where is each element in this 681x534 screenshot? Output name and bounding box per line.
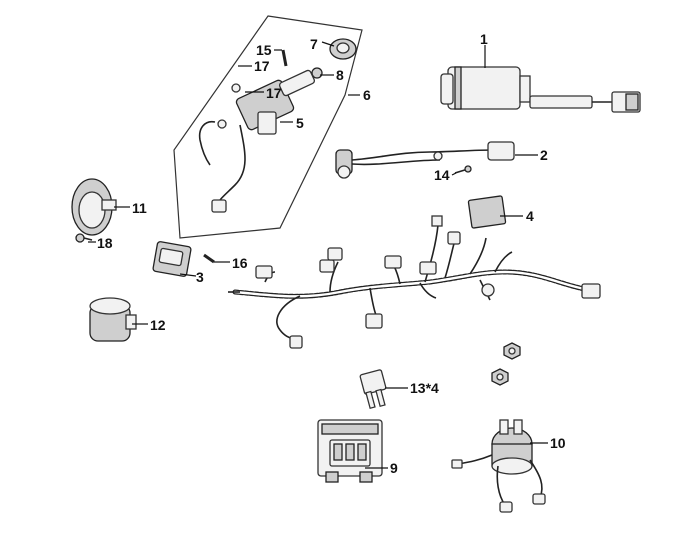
callout-11: 11 (132, 200, 147, 216)
callout-14: 14 (434, 167, 450, 183)
part-5-ignition-switch[interactable] (198, 69, 316, 213)
callout-17b: 17 (266, 85, 282, 101)
callout-9: 9 (390, 460, 398, 476)
callout-13: 13*4 (410, 380, 439, 396)
part-8-nut[interactable] (311, 67, 323, 79)
part-12-flasher-relay[interactable] (89, 297, 137, 342)
part-2-ignition-coil[interactable] (335, 141, 515, 179)
part-15-bolt[interactable] (281, 49, 288, 67)
callout-10: 10 (550, 435, 566, 451)
part-7-key-cap[interactable] (329, 38, 357, 60)
callout-4: 4 (526, 208, 534, 224)
part-10-terminal-nut-1[interactable] (503, 342, 521, 360)
part-1-relay-module[interactable] (440, 66, 641, 113)
part-11-horn[interactable] (71, 178, 117, 236)
part-16-bolt[interactable] (203, 253, 215, 264)
callout-7: 7 (310, 36, 318, 52)
callout-1: 1 (480, 31, 488, 47)
callout-16: 16 (232, 255, 248, 271)
ignition-assembly-outline (173, 15, 363, 239)
callout-5: 5 (296, 115, 304, 131)
part-18-screw[interactable] (75, 233, 93, 243)
callout-12: 12 (150, 317, 166, 333)
leader-lines (88, 41, 548, 469)
part-13-fuse[interactable] (359, 369, 387, 410)
part-4-wiring-harness[interactable] (228, 195, 601, 349)
callout-15: 15 (256, 42, 272, 58)
part-14-screw[interactable] (454, 165, 472, 174)
part-10-starter-relay[interactable] (451, 419, 546, 513)
callout-2: 2 (540, 147, 548, 163)
callout-8: 8 (336, 67, 344, 83)
callout-17a: 17 (254, 58, 270, 74)
callout-18: 18 (97, 235, 113, 251)
callout-6: 6 (363, 87, 371, 103)
part-3-cdi-unit[interactable] (152, 241, 192, 277)
part-9-fuse-box[interactable] (317, 419, 383, 483)
callout-3: 3 (196, 269, 204, 285)
part-10-terminal-nut-2[interactable] (491, 368, 509, 386)
